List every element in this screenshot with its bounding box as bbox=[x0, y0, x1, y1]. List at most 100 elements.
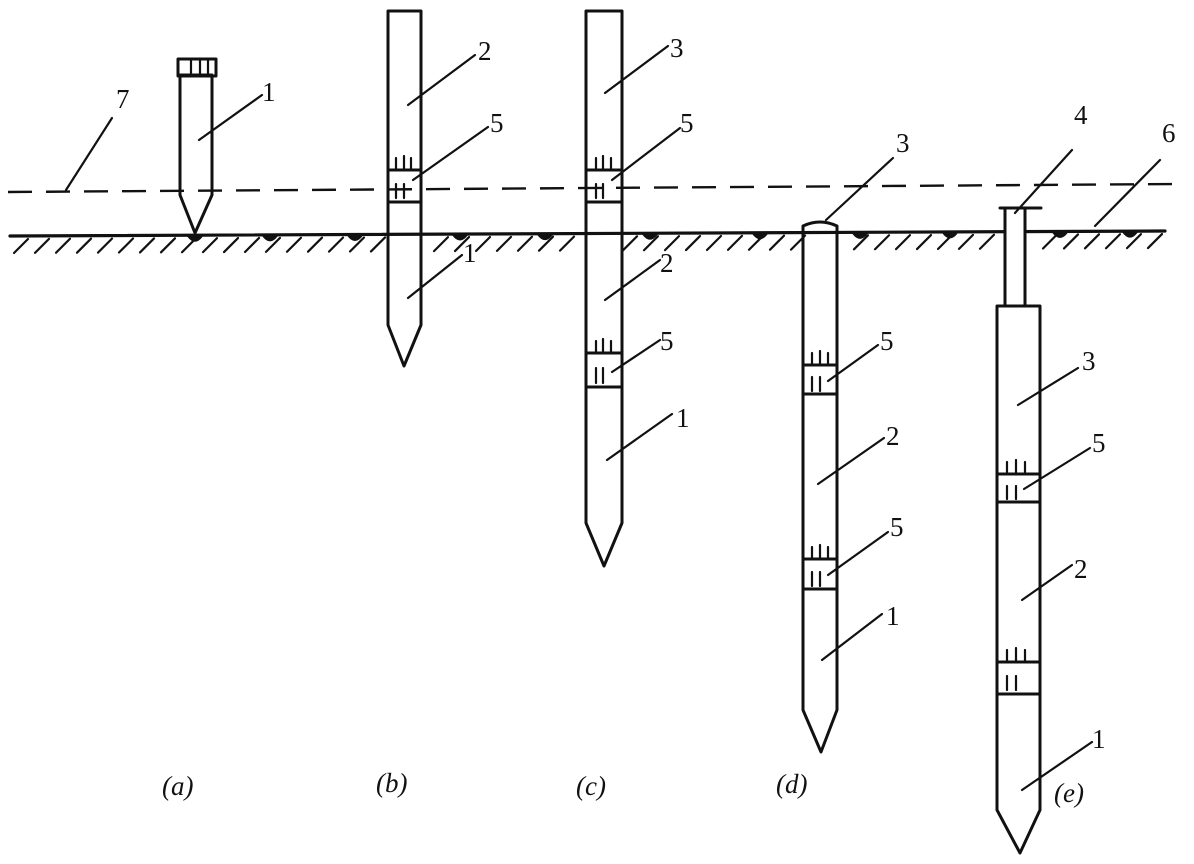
pile-outline bbox=[801, 220, 839, 754]
leader-line bbox=[603, 258, 662, 302]
hatch-stroke bbox=[495, 235, 513, 252]
label-joint-5: 5 bbox=[1092, 428, 1106, 458]
soil-clump bbox=[187, 236, 203, 242]
hatch-stroke bbox=[264, 236, 282, 253]
soil-clump bbox=[452, 235, 468, 241]
soil-clump bbox=[1052, 232, 1068, 238]
leader-line bbox=[1093, 158, 1162, 228]
splice-joint-5-bottom bbox=[584, 337, 624, 389]
splice-joint-5-bottom bbox=[995, 646, 1042, 696]
hatch-stroke bbox=[642, 235, 660, 252]
hatch-stroke bbox=[957, 233, 975, 250]
hatch-stroke bbox=[1104, 233, 1122, 250]
soil-clump bbox=[537, 234, 553, 241]
pile-outline bbox=[386, 9, 423, 368]
label-segment-3: 3 bbox=[896, 128, 910, 158]
pile-outline bbox=[584, 9, 624, 568]
splice-joint-5-top bbox=[995, 458, 1042, 504]
hatch-stroke bbox=[117, 237, 135, 254]
leader-line bbox=[64, 116, 114, 192]
hatch-stroke bbox=[894, 234, 912, 251]
splice-joint-5-bottom bbox=[801, 543, 839, 591]
label-joint-5: 5 bbox=[490, 108, 504, 138]
pile-outline bbox=[995, 304, 1042, 855]
hatch-stroke bbox=[474, 235, 492, 253]
hatch-stroke bbox=[138, 237, 156, 254]
hatch-stroke bbox=[1146, 232, 1164, 250]
follower-4 bbox=[998, 206, 1043, 308]
leader-line bbox=[603, 44, 670, 95]
hatch-stroke bbox=[453, 235, 471, 253]
leader-line bbox=[826, 343, 880, 383]
leader-line bbox=[610, 338, 662, 374]
stage-c: 3 5 2 5 1 (c) bbox=[576, 9, 694, 801]
hatch-stroke bbox=[537, 235, 555, 252]
label-water-line-7: 7 bbox=[116, 84, 130, 114]
hatch-stroke bbox=[1125, 233, 1143, 250]
splice-joint-5-top bbox=[584, 154, 624, 204]
hatch-stroke bbox=[768, 234, 786, 251]
water-level-dashed-line bbox=[7, 182, 1181, 194]
label-joint-5: 5 bbox=[890, 512, 904, 542]
hatch-stroke bbox=[516, 235, 534, 252]
stage-b: 2 5 1 (b) bbox=[376, 9, 504, 798]
soil-clump bbox=[1122, 232, 1138, 238]
caption-d: (d) bbox=[776, 769, 807, 799]
hatch-stroke bbox=[915, 233, 933, 251]
label-segment-3: 3 bbox=[670, 33, 684, 63]
hatch-stroke bbox=[558, 235, 576, 252]
hatch-stroke bbox=[369, 236, 387, 253]
hatch-stroke bbox=[33, 237, 51, 254]
hatch-stroke bbox=[873, 234, 891, 251]
hatch-stroke bbox=[684, 234, 702, 252]
leader-line bbox=[1022, 446, 1092, 491]
hatch-stroke bbox=[1083, 233, 1101, 250]
leader-line bbox=[605, 412, 674, 462]
leader-line bbox=[816, 436, 886, 486]
soil-clump bbox=[752, 233, 768, 240]
leader-line bbox=[820, 612, 884, 662]
hatch-stroke bbox=[978, 233, 996, 250]
hatch-stroke bbox=[201, 237, 219, 254]
stage-a: 1 7 (a) bbox=[64, 57, 276, 801]
hatch-stroke bbox=[75, 237, 93, 254]
hatch-stroke bbox=[285, 236, 303, 253]
label-segment-2: 2 bbox=[1074, 554, 1088, 584]
leader-line bbox=[406, 253, 464, 300]
stage-e: 4 6 3 5 2 1 (e) bbox=[995, 100, 1176, 855]
soil-clump bbox=[942, 232, 958, 239]
hatch-stroke bbox=[705, 234, 723, 252]
leader-line bbox=[826, 530, 890, 577]
label-pile-1: 1 bbox=[262, 77, 276, 107]
label-follower-4: 4 bbox=[1074, 100, 1088, 130]
label-joint-5: 5 bbox=[660, 326, 674, 356]
splice-joint-5 bbox=[386, 154, 423, 204]
hatch-stroke bbox=[327, 236, 345, 253]
soil-clump bbox=[852, 233, 868, 239]
hatch-stroke bbox=[243, 236, 261, 254]
label-segment-2: 2 bbox=[886, 421, 900, 451]
hatch-stroke bbox=[96, 237, 114, 254]
leader-line bbox=[1016, 366, 1080, 407]
label-segment-1: 1 bbox=[676, 403, 690, 433]
hatch-stroke bbox=[54, 237, 72, 254]
hatch-stroke bbox=[1041, 233, 1059, 250]
label-segment-1: 1 bbox=[886, 601, 900, 631]
hatch-stroke bbox=[348, 236, 366, 253]
caption-b: (b) bbox=[376, 768, 407, 798]
label-ground-6: 6 bbox=[1162, 118, 1176, 148]
hatch-stroke bbox=[306, 236, 324, 253]
label-segment-1: 1 bbox=[463, 238, 477, 268]
ground-hatching bbox=[12, 232, 1164, 255]
label-segment-2: 2 bbox=[478, 36, 492, 66]
hatch-stroke bbox=[726, 234, 744, 251]
soil-clump bbox=[642, 234, 658, 240]
soil-clump bbox=[262, 235, 278, 242]
hatch-stroke bbox=[852, 234, 870, 251]
label-segment-2: 2 bbox=[660, 248, 674, 278]
label-segment-1: 1 bbox=[1092, 724, 1106, 754]
leader-line bbox=[411, 125, 490, 182]
leader-line bbox=[824, 156, 895, 222]
leader-line bbox=[1020, 563, 1074, 602]
